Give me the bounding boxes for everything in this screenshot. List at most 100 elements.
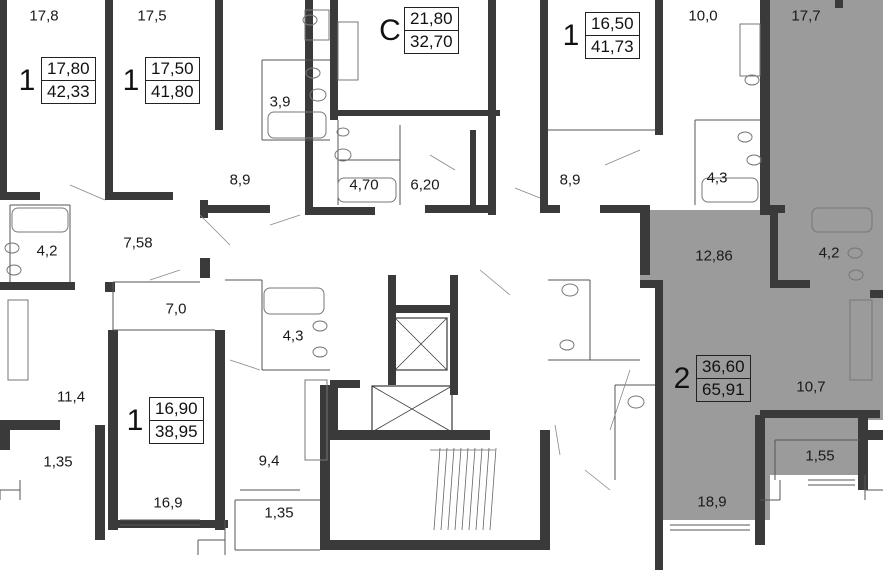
sanitary-fixture bbox=[336, 127, 350, 137]
wall-segment bbox=[0, 0, 7, 200]
wall-segment bbox=[95, 425, 105, 540]
wall-segment bbox=[215, 330, 225, 530]
door-swing bbox=[554, 424, 561, 456]
wall-segment bbox=[330, 380, 360, 388]
wall-segment bbox=[108, 520, 228, 528]
sanitary-fixture bbox=[627, 395, 645, 409]
wall-segment bbox=[770, 280, 810, 288]
sanitary-fixture bbox=[746, 154, 762, 166]
kitchen-counter bbox=[7, 299, 29, 381]
wall-segment bbox=[108, 330, 118, 530]
wall-segment bbox=[640, 280, 660, 288]
wall-segment bbox=[760, 410, 880, 418]
kitchen-counter bbox=[849, 299, 873, 381]
wall-segment bbox=[655, 0, 663, 130]
wall-segment bbox=[0, 192, 40, 200]
bathtub bbox=[263, 287, 325, 315]
wall-segment bbox=[320, 540, 550, 550]
thin-lines bbox=[0, 59, 883, 555]
stair-step bbox=[433, 447, 441, 531]
wall-segment bbox=[105, 0, 113, 200]
wall-segment bbox=[540, 205, 560, 213]
elevator-cross bbox=[394, 317, 448, 371]
wall-segment bbox=[655, 280, 663, 570]
sanitary-fixture bbox=[334, 148, 352, 162]
stair-step bbox=[482, 447, 490, 531]
wall-segment bbox=[425, 205, 490, 213]
wall-segment bbox=[540, 430, 550, 550]
wall-segment bbox=[540, 0, 548, 210]
wall-segment bbox=[470, 130, 476, 210]
wall-segment bbox=[0, 282, 75, 290]
fixtures bbox=[4, 9, 873, 461]
bathtub bbox=[11, 207, 69, 233]
elevator-shaft bbox=[394, 317, 448, 371]
bathtub bbox=[267, 111, 327, 139]
wall-segment bbox=[330, 110, 500, 116]
highlighted-apartment bbox=[640, 0, 883, 520]
wall-segment bbox=[0, 420, 60, 430]
door-swing bbox=[229, 359, 261, 371]
wall-segment bbox=[200, 258, 210, 278]
elevator-shaft bbox=[371, 385, 453, 433]
elevator-shafts bbox=[371, 317, 453, 433]
door-swing bbox=[429, 154, 456, 171]
sanitary-fixture bbox=[559, 339, 575, 351]
kitchen-counter bbox=[304, 9, 330, 41]
sanitary-fixture bbox=[848, 269, 864, 281]
wall-segment bbox=[200, 200, 208, 218]
door-swing bbox=[269, 214, 301, 226]
door-swing bbox=[69, 184, 106, 201]
sanitary-fixture bbox=[737, 131, 753, 143]
bathtub bbox=[701, 177, 759, 203]
wall-segment bbox=[858, 410, 868, 490]
kitchen-counter bbox=[304, 379, 328, 461]
sanitary-fixture bbox=[847, 247, 863, 259]
wall-segment bbox=[388, 275, 396, 385]
wall-segment bbox=[320, 385, 330, 550]
wall-segment bbox=[450, 275, 458, 395]
door-swing bbox=[149, 269, 181, 281]
wall-segment bbox=[113, 192, 173, 200]
kitchen-counter bbox=[739, 23, 761, 77]
stair-step bbox=[447, 447, 455, 531]
wall-segment bbox=[600, 205, 640, 213]
wall-segment bbox=[770, 205, 778, 280]
sanitary-fixture bbox=[561, 283, 579, 297]
wall-segment bbox=[305, 207, 375, 215]
stair-step bbox=[475, 447, 483, 531]
door-swing bbox=[609, 369, 631, 431]
stair-step bbox=[468, 447, 476, 531]
wall-segment bbox=[488, 0, 496, 215]
wall-segment bbox=[215, 0, 223, 130]
sanitary-fixture bbox=[312, 346, 328, 358]
sanitary-fixture bbox=[305, 67, 321, 79]
wall-segment bbox=[640, 205, 650, 275]
door-swing bbox=[604, 149, 641, 166]
door-swing bbox=[479, 269, 511, 296]
wall-segment bbox=[755, 415, 765, 545]
wall-segment bbox=[0, 420, 10, 450]
stair-step bbox=[489, 447, 497, 531]
sanitary-fixture bbox=[6, 264, 22, 276]
kitchen-counter bbox=[337, 21, 359, 81]
wall-segment bbox=[760, 0, 770, 215]
sanitary-fixture bbox=[302, 14, 318, 26]
sanitary-fixture bbox=[312, 320, 328, 332]
wall-segment bbox=[868, 430, 883, 440]
wall-segment bbox=[330, 430, 490, 440]
bathtub bbox=[811, 207, 873, 233]
wall-segment bbox=[330, 0, 338, 120]
bathtub bbox=[337, 177, 397, 203]
sanitary-fixture bbox=[4, 242, 20, 254]
wall-segment bbox=[388, 305, 458, 313]
wall-segment bbox=[200, 205, 270, 213]
sanitary-fixture bbox=[309, 88, 327, 102]
sanitary-fixture bbox=[744, 74, 760, 86]
elevator-cross bbox=[371, 385, 453, 433]
highlighted-apartment-fill bbox=[640, 0, 883, 520]
stair-step bbox=[440, 447, 448, 531]
stair-step bbox=[454, 447, 462, 531]
